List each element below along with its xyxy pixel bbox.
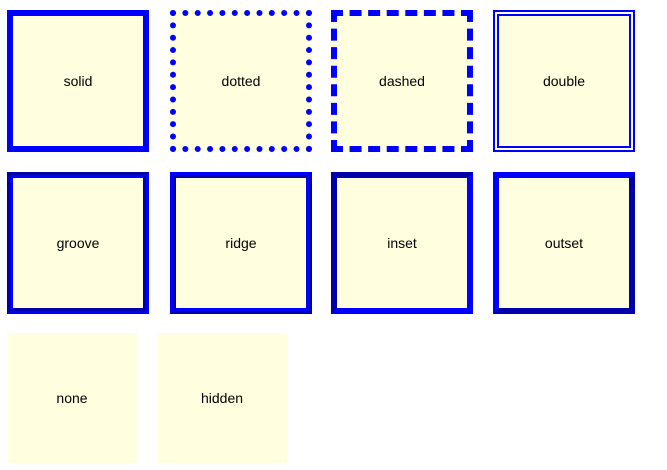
border-box-double: double xyxy=(493,10,635,152)
border-box-inset: inset xyxy=(331,172,473,314)
box-label-hidden: hidden xyxy=(200,390,244,406)
border-box-dotted: dotted xyxy=(170,10,312,152)
box-label-solid: solid xyxy=(63,73,93,89)
box-label-outset: outset xyxy=(544,235,584,251)
border-box-groove: groove xyxy=(7,172,149,314)
border-box-outset: outset xyxy=(493,172,635,314)
box-label-ridge: ridge xyxy=(225,235,257,251)
box-label-none: none xyxy=(56,390,88,406)
border-box-ridge: ridge xyxy=(170,172,312,314)
border-box-hidden: hidden xyxy=(157,333,287,463)
border-box-none: none xyxy=(7,333,137,463)
box-label-groove: groove xyxy=(56,235,100,251)
box-label-dotted: dotted xyxy=(221,73,261,89)
box-label-inset: inset xyxy=(387,235,417,251)
border-box-solid: solid xyxy=(7,10,149,152)
border-box-dashed: dashed xyxy=(331,10,473,152)
box-label-double: double xyxy=(542,73,586,89)
box-label-dashed: dashed xyxy=(379,73,425,89)
